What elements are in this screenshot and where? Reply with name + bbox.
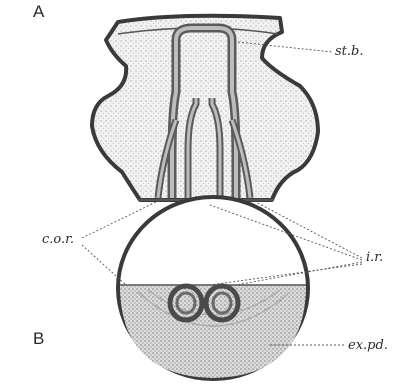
panel-b-label: B	[33, 329, 44, 349]
panel-b-body	[118, 197, 308, 379]
panel-a-body	[92, 16, 318, 200]
label-ex-pd: ex.pd.	[348, 338, 388, 353]
label-c-o-r: c.o.r.	[42, 232, 74, 247]
label-st-b: st.b.	[335, 44, 363, 59]
panel-a-label: A	[33, 2, 44, 22]
label-i-r: i.r.	[366, 250, 383, 265]
